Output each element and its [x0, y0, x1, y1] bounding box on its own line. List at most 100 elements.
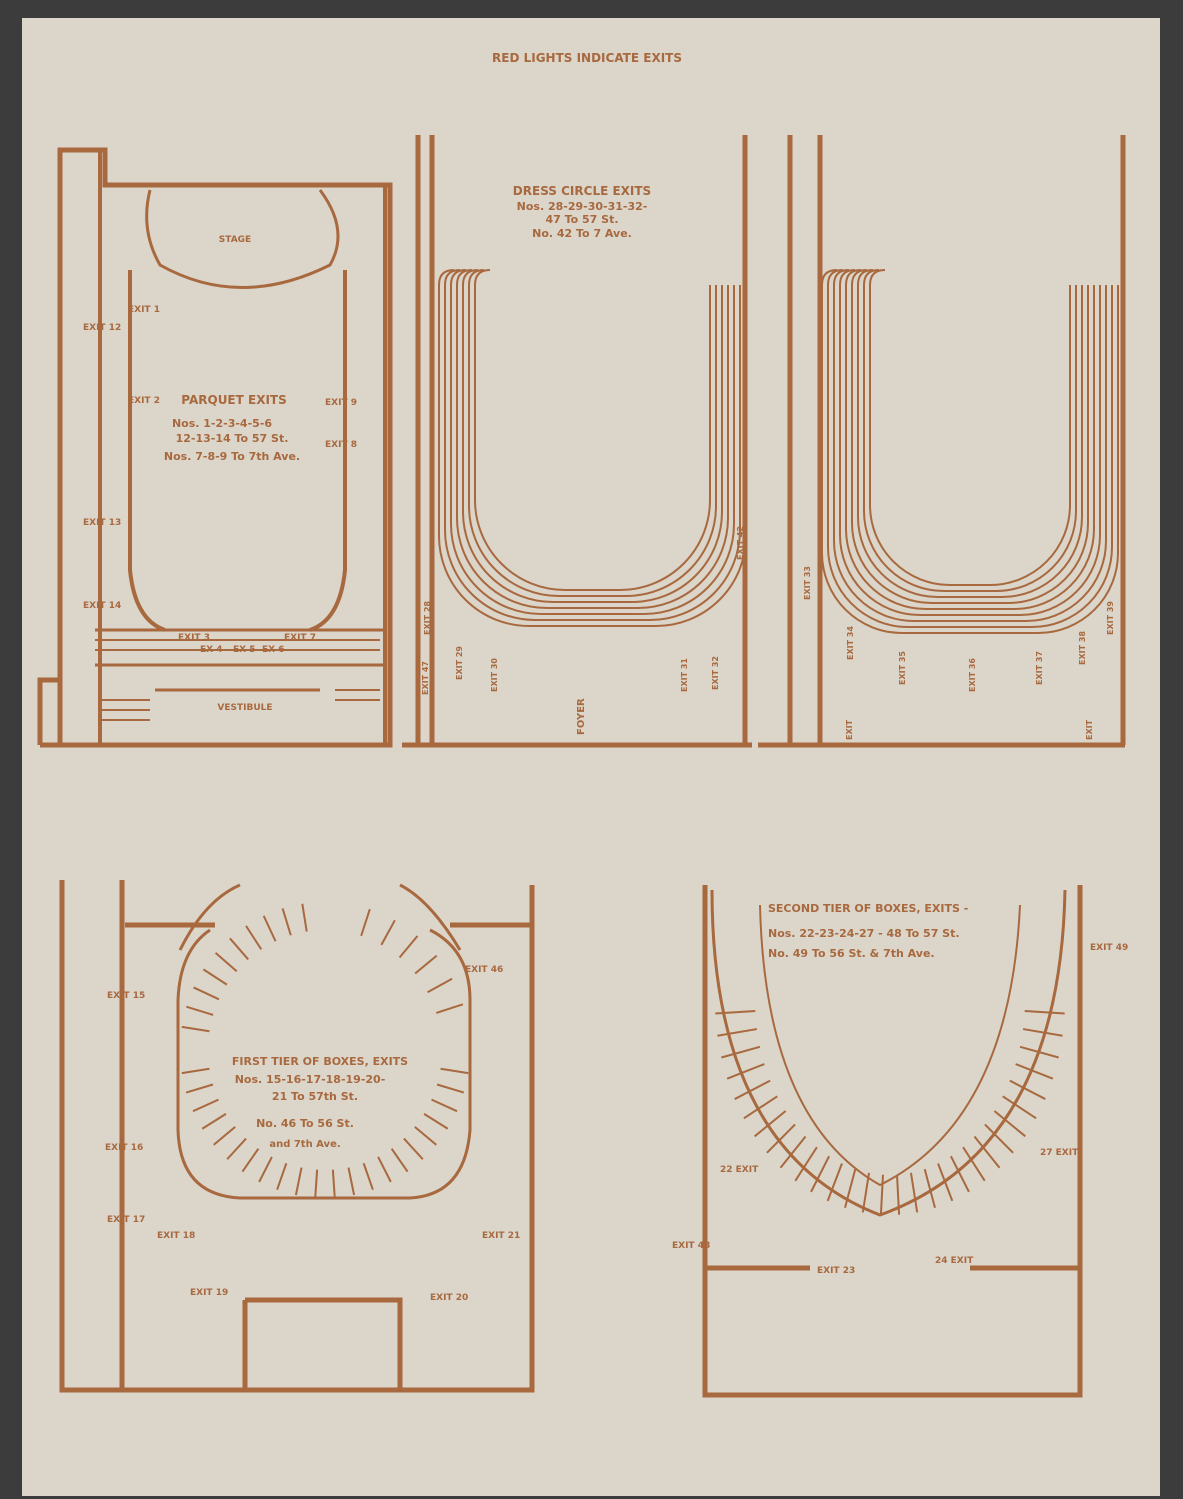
- exit-label: EX 6: [262, 645, 284, 655]
- parquet-line: Nos. 7-8-9 To 7th Ave.: [164, 450, 300, 463]
- parquet-line: 12-13-14 To 57 St.: [176, 432, 289, 445]
- seating-row: [857, 269, 1083, 598]
- box-partition: [766, 1123, 796, 1154]
- first-tier-plan: FIRST TIER OF BOXES, EXITS Nos. 15-16-17…: [59, 880, 535, 1393]
- dress-circle-plan: DRESS CIRCLE EXITS Nos. 28-29-30-31-32- …: [402, 135, 752, 748]
- exit-label: EXIT 35: [898, 651, 907, 685]
- box-partition: [1002, 1095, 1037, 1120]
- box-partition: [276, 1162, 288, 1191]
- seating-row: [839, 269, 1101, 616]
- parquet-title: PARQUET EXITS: [181, 393, 286, 407]
- box-partition: [226, 1137, 247, 1160]
- dress-circle-line: Nos. 28-29-30-31-32-: [517, 200, 648, 213]
- exit-label: EXIT 29: [455, 646, 464, 680]
- first-tier-line: and 7th Ave.: [269, 1139, 340, 1150]
- box-partition: [193, 986, 220, 1001]
- box-partition: [721, 1045, 761, 1059]
- exit-label: EXIT: [845, 719, 854, 740]
- dress-circle-line: 47 To 57 St.: [545, 213, 618, 226]
- box-partition: [301, 903, 308, 932]
- exit-label: EX 5: [233, 645, 255, 655]
- box-partition: [962, 1146, 986, 1182]
- box-partition: [423, 1112, 449, 1130]
- seating-row: [845, 269, 1095, 610]
- exit-label: EXIT 38: [1078, 631, 1087, 665]
- exit-label: 24 EXIT: [935, 1256, 974, 1266]
- box-partition: [245, 925, 263, 950]
- seating-row: [438, 269, 747, 627]
- box-partition: [398, 935, 419, 959]
- exit-label: EXIT 18: [157, 1231, 195, 1241]
- exit-label: EXIT 46: [465, 965, 503, 975]
- box-partition: [258, 1156, 273, 1183]
- box-partition: [380, 919, 396, 946]
- box-partition: [1009, 1079, 1046, 1100]
- box-partition: [436, 1083, 465, 1094]
- seating-row: [444, 269, 741, 621]
- exit-label: EXIT 21: [482, 1231, 520, 1241]
- box-partition: [181, 1025, 210, 1033]
- box-partition: [214, 952, 238, 973]
- box-partition: [1019, 1045, 1059, 1059]
- box-partition: [743, 1095, 778, 1120]
- first-tier-title: FIRST TIER OF BOXES, EXITS: [232, 1055, 408, 1068]
- exit-label: EXIT 42: [736, 526, 745, 560]
- exit-label: EXIT 23: [817, 1266, 855, 1276]
- box-partition: [726, 1063, 765, 1080]
- box-partition: [202, 968, 228, 986]
- box-partition: [973, 1135, 1001, 1169]
- exit-label: EXIT 49: [1090, 943, 1128, 953]
- seating-row: [821, 269, 1119, 634]
- exit-label: EXIT 12: [83, 323, 121, 333]
- box-partition: [414, 1126, 437, 1146]
- box-partition: [281, 908, 292, 936]
- seating-row: [827, 269, 1113, 628]
- second-tier-plan: SECOND TIER OF BOXES, EXITS - Nos. 22-23…: [672, 885, 1128, 1398]
- exit-label: 22 EXIT: [720, 1165, 759, 1175]
- exit-label: EXIT 16: [105, 1143, 143, 1153]
- exit-label: EXIT 36: [968, 658, 977, 692]
- box-partition: [181, 1067, 210, 1075]
- box-partition: [427, 977, 453, 994]
- box-partition: [192, 1098, 219, 1113]
- foyer-label: FOYER: [576, 698, 587, 735]
- exit-label: EXIT 1: [128, 305, 160, 315]
- first-tier-line: Nos. 15-16-17-18-19-20-: [235, 1073, 386, 1086]
- exit-label: EXIT 15: [107, 991, 145, 1001]
- box-partition: [201, 1112, 227, 1130]
- box-partition: [937, 1163, 954, 1202]
- document-page: [22, 18, 1160, 1496]
- seating-row: [468, 269, 717, 597]
- second-tier-line: No. 49 To 56 St. & 7th Ave.: [768, 947, 935, 960]
- exit-label: EXIT 33: [803, 566, 812, 600]
- box-partition: [950, 1155, 970, 1193]
- exit-label: EXIT 34: [846, 626, 855, 660]
- seating-row: [456, 269, 729, 609]
- box-partition: [403, 1137, 424, 1160]
- exit-label: EXIT 32: [711, 656, 720, 690]
- exit-label: 27 EXIT: [1040, 1148, 1079, 1158]
- second-tier-line: Nos. 22-23-24-27 - 48 To 57 St.: [768, 927, 960, 940]
- first-tier-line: 21 To 57th St.: [272, 1090, 358, 1103]
- box-partition: [794, 1146, 818, 1182]
- box-partition: [896, 1174, 901, 1215]
- exit-label: EXIT 13: [83, 518, 121, 528]
- box-partition: [331, 1169, 336, 1198]
- exit-label: EXIT 14: [83, 601, 121, 611]
- box-partition: [754, 1110, 787, 1138]
- stage-label: STAGE: [219, 235, 251, 245]
- dress-circle-title: DRESS CIRCLE EXITS: [513, 184, 651, 198]
- box-partition: [717, 1028, 758, 1037]
- exit-label: EXIT 37: [1035, 651, 1044, 685]
- box-partition: [390, 1148, 409, 1173]
- exit-label: EX 4: [200, 645, 222, 655]
- exit-label: EXIT 28: [423, 601, 432, 635]
- exit-label: EXIT 7: [284, 633, 316, 643]
- page-header: RED LIGHTS INDICATE EXITS: [492, 51, 682, 65]
- seating-row: [869, 269, 1071, 586]
- box-partition: [262, 915, 277, 942]
- exit-label: EXIT 31: [680, 658, 689, 692]
- parquet-plan: STAGE VESTIBULE PARQUET EXITS Nos. 1-2-3…: [37, 147, 393, 748]
- box-partition: [314, 1169, 319, 1198]
